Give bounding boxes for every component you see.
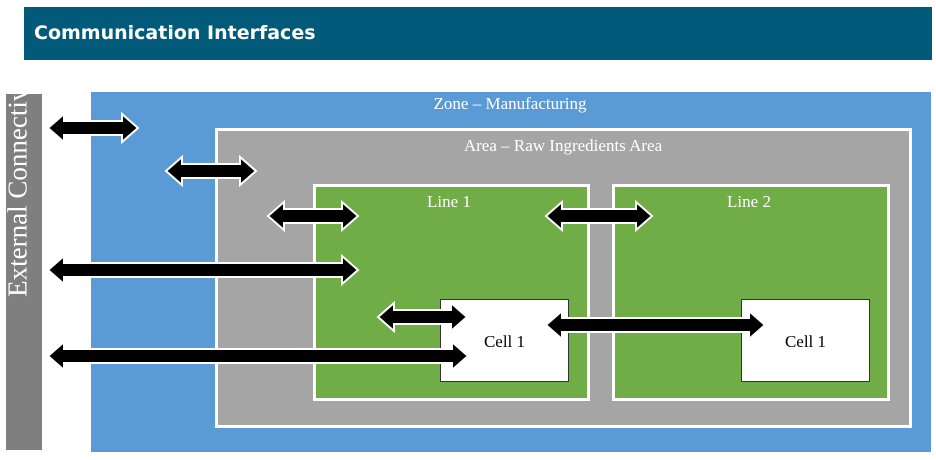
arrow-cell-1-to-line-2-cell-1 — [544, 308, 767, 342]
arrow-line-1-to-line-2 — [544, 199, 654, 233]
external-connectivity-bar — [6, 94, 42, 450]
arrow-line-1-to-cell-1 — [376, 300, 469, 334]
line-1-label: Line 1 — [427, 192, 471, 211]
zone-label: Zone – Manufacturing — [433, 94, 587, 113]
page-title: Communication Interfaces — [34, 22, 316, 44]
arrow-external-to-zone — [46, 111, 140, 145]
line-2-label: Line 2 — [727, 192, 771, 211]
arrow-area-to-line-1 — [266, 199, 360, 233]
line-1-cell-1-label: Cell 1 — [483, 332, 526, 351]
arrow-external-to-cell-1 — [46, 339, 470, 373]
header-banner: Communication Interfaces — [24, 7, 932, 60]
line-2-cell-1-box: Cell 1 — [741, 299, 870, 382]
arrow-zone-to-area — [164, 154, 258, 188]
arrow-external-to-line-1 — [46, 253, 360, 287]
area-label: Area – Raw Ingredients Area — [463, 136, 663, 155]
line-2-cell-1-label: Cell 1 — [784, 332, 827, 351]
